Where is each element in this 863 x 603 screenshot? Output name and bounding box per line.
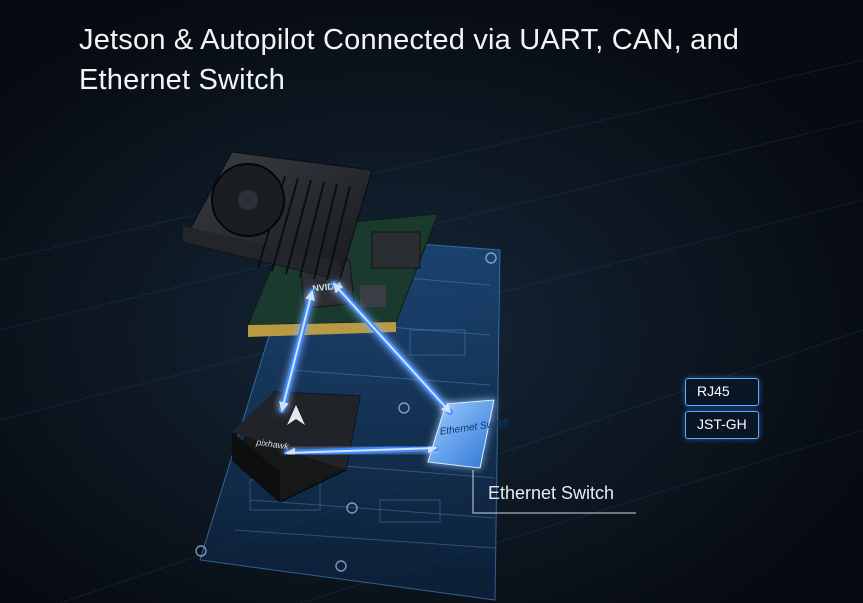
jetson-component: [371, 231, 421, 269]
port-jst-gh: JST-GH: [685, 411, 759, 439]
ethernet-switch-callout: Ethernet Switch: [488, 483, 615, 503]
link-jetson-autopilot: [279, 289, 315, 413]
link-autopilot-switch: [284, 443, 439, 458]
pixhawk-logo-icon: [287, 405, 305, 425]
heatsink-fan: [182, 151, 373, 281]
page-title: Jetson & Autopilot Connected via UART, C…: [79, 24, 740, 96]
autopilot-brand: pixhawk: [255, 437, 290, 452]
port-rj45: RJ45: [685, 378, 759, 406]
callout-leader: [472, 470, 636, 514]
jetson-component: [360, 285, 386, 307]
link-jetson-switch: [331, 281, 453, 415]
